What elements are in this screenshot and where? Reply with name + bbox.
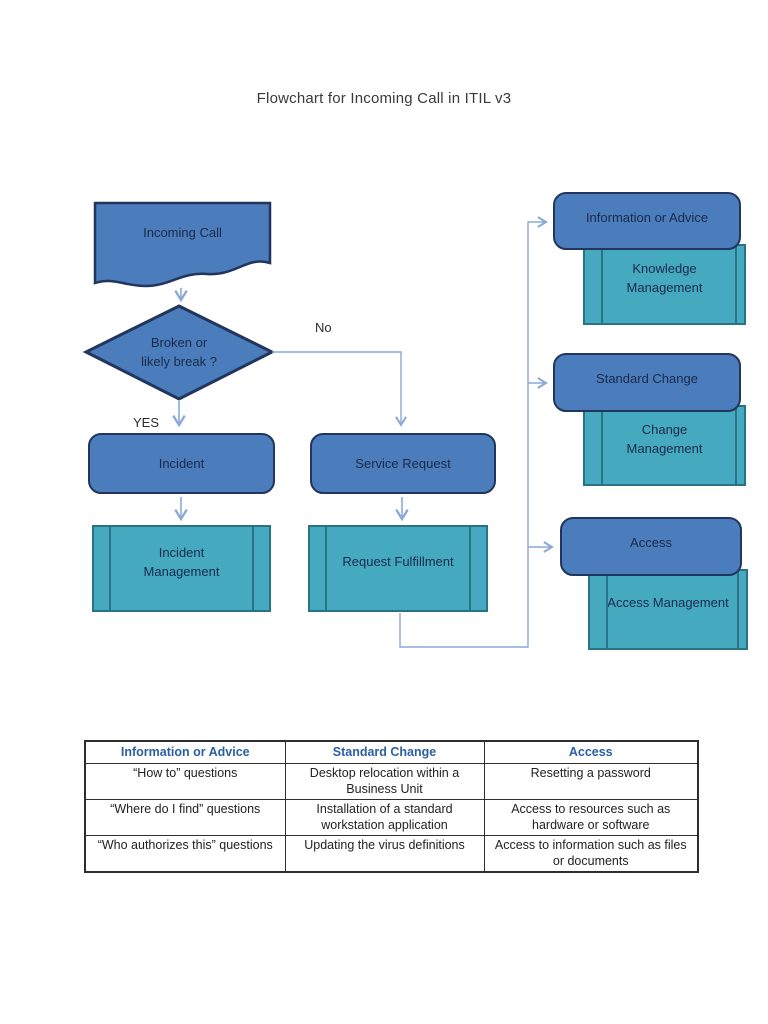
decision-diamond-shape (82, 304, 276, 401)
node-change-management-label: Change Management (626, 421, 703, 456)
node-service-request-label: Service Request (355, 456, 451, 471)
table-cell: Access to resources such as hardware or … (483, 798, 699, 836)
examples-table: Information or Advice Standard Change Ac… (84, 740, 699, 873)
node-incident-management: Incident Management (92, 525, 271, 612)
edge-label-no: No (315, 320, 332, 335)
decision-label-line1: Broken or (150, 335, 208, 350)
table-cell: “How to” questions (84, 762, 286, 800)
table-header-row: Information or Advice Standard Change Ac… (84, 740, 699, 764)
node-access-management: Access Management (588, 569, 748, 650)
node-incident: Incident (88, 433, 275, 494)
decision-label-line2: likely break ? (141, 354, 217, 369)
page-title: Flowchart for Incoming Call in ITIL v3 (256, 90, 512, 107)
table-header-information-or-advice: Information or Advice (84, 740, 286, 764)
incoming-call-shape (93, 201, 272, 288)
process-bar-left (109, 527, 111, 610)
node-information-or-advice-label: Information or Advice (585, 209, 709, 225)
node-incident-label: Incident (158, 456, 205, 471)
process-bar-right (735, 407, 737, 484)
node-access-label: Access (630, 535, 672, 550)
node-request-fulfillment-label: Request Fulfillment (342, 554, 454, 569)
process-bar-right (469, 527, 471, 610)
node-change-management: Change Management (583, 405, 746, 486)
process-bar-right (735, 246, 737, 323)
table-header-standard-change: Standard Change (284, 740, 485, 764)
table-cell: “Where do I find” questions (84, 798, 286, 836)
table-cell: Access to information such as files or d… (483, 834, 699, 872)
node-incident-management-label: Incident Management (143, 544, 220, 579)
node-information-or-advice: Information or Advice (553, 192, 741, 250)
incoming-call-label: Incoming Call (143, 224, 222, 240)
process-bar-right (252, 527, 254, 610)
table-row: “Who authorizes this” questions Updating… (84, 834, 699, 872)
node-knowledge-management-label: Knowledge Management (626, 260, 703, 295)
node-service-request: Service Request (310, 433, 496, 494)
table-row: “Where do I find” questions Installation… (84, 798, 699, 836)
table-cell: Updating the virus definitions (284, 834, 485, 872)
process-bar-left (601, 246, 603, 323)
decision-label: Broken or likely break ? (109, 330, 249, 374)
process-bar-right (737, 571, 739, 648)
process-bar-left (325, 527, 327, 610)
table-cell: Resetting a password (483, 762, 699, 800)
table-cell: Desktop relocation within a Business Uni… (284, 762, 485, 800)
process-bar-left (601, 407, 603, 484)
table-row: “How to” questions Desktop relocation wi… (84, 762, 699, 800)
process-bar-left (606, 571, 608, 648)
node-access: Access (560, 517, 742, 576)
connector-no-to-service-request (272, 351, 407, 427)
edge-label-yes: YES (133, 415, 160, 430)
table-cell: “Who authorizes this” questions (84, 834, 286, 872)
node-request-fulfillment: Request Fulfillment (308, 525, 488, 612)
node-standard-change: Standard Change (553, 353, 741, 412)
table-header-access: Access (483, 740, 699, 764)
node-access-management-label: Access Management (607, 595, 729, 610)
node-knowledge-management: Knowledge Management (583, 244, 746, 325)
table-cell: Installation of a standard workstation a… (284, 798, 485, 836)
node-standard-change-label: Standard Change (596, 371, 698, 386)
